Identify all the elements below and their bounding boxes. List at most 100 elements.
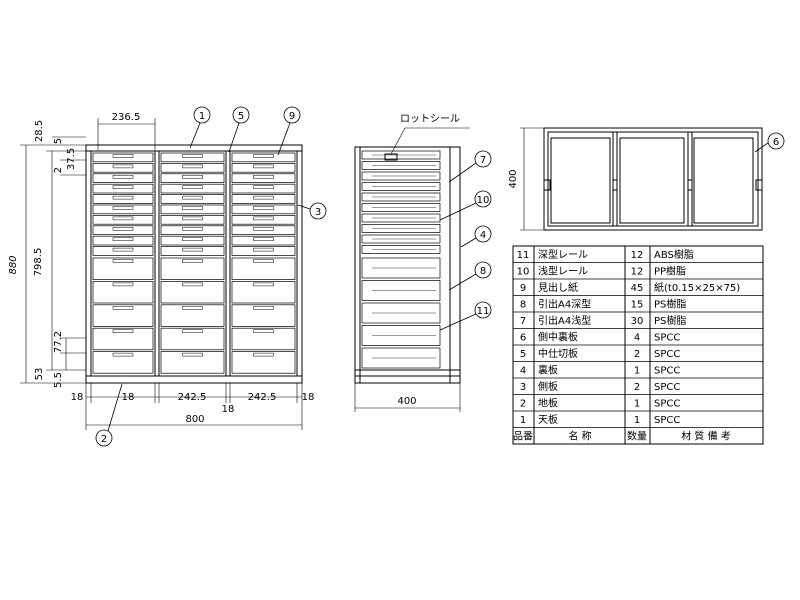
side-callouts xyxy=(439,150,492,331)
side-drawer xyxy=(361,280,441,301)
drawer-front xyxy=(160,281,225,304)
label-holder xyxy=(182,259,203,263)
table-cell-no: 10 xyxy=(517,266,530,277)
dim-side-depth: 400 xyxy=(397,396,416,407)
cabinet-outline xyxy=(85,144,303,384)
front-dimension-lines xyxy=(20,118,303,430)
drawer-front xyxy=(92,235,154,246)
side-drawer xyxy=(361,302,441,324)
dim-small: 2 xyxy=(53,167,64,173)
drawer-front xyxy=(231,152,296,163)
drawer-front xyxy=(160,246,225,256)
drawer-front xyxy=(92,215,154,225)
label-holder xyxy=(253,329,274,333)
drawer-front xyxy=(160,327,225,351)
label-holder xyxy=(182,185,203,189)
table-cell-no: 9 xyxy=(520,283,526,294)
table-cell-qty: 12 xyxy=(631,250,644,261)
callout-label-6: 6 xyxy=(773,137,779,148)
drawer-front xyxy=(231,351,296,374)
callout-circle-5 xyxy=(232,106,250,124)
front-callouts xyxy=(95,106,327,447)
label-holder xyxy=(112,259,134,263)
table-cell-name: 引出A4深型 xyxy=(538,297,591,310)
side-drawer xyxy=(361,171,441,181)
dim-drawer-height: 77.2 xyxy=(53,331,64,353)
dim-side-right: 18 xyxy=(302,392,315,403)
label-holder xyxy=(182,195,203,200)
label-holder xyxy=(182,282,203,287)
callout-label-7: 7 xyxy=(480,155,486,166)
table-header-name: 名 称 xyxy=(568,429,591,442)
label-holder xyxy=(112,195,134,200)
label-holder xyxy=(253,247,274,252)
label-holder xyxy=(253,216,274,221)
drawer-front xyxy=(231,257,296,280)
drawer-front xyxy=(160,304,225,327)
dim-top-margin: 28.5 xyxy=(34,120,45,142)
table-cell-name: 浅型レール xyxy=(538,264,588,277)
drawer-front xyxy=(160,163,225,173)
table-cell-material: SPCC xyxy=(654,365,680,376)
table-cell-no: 2 xyxy=(520,398,526,409)
callout-circle-11 xyxy=(474,301,492,319)
table-cell-qty: 4 xyxy=(634,332,640,343)
drawer-front xyxy=(92,246,154,256)
dim-mid-gap: 18 xyxy=(222,404,235,415)
dim-base-gap: 5.5 xyxy=(53,372,64,388)
dim-col-2: 242.5 xyxy=(248,392,277,403)
table-cell-material: SPCC xyxy=(654,398,680,409)
drawer-front xyxy=(92,327,154,351)
drawer-front xyxy=(160,235,225,246)
table-cell-material: PS樹脂 xyxy=(654,314,686,327)
drawer-front xyxy=(231,204,296,215)
table-header-qty: 数量 xyxy=(627,429,647,442)
top-view xyxy=(543,127,763,231)
drawer-front xyxy=(92,173,154,183)
table-header-no: 品番 xyxy=(513,430,533,442)
table-cell-no: 8 xyxy=(520,299,526,310)
drawer-front xyxy=(92,351,154,374)
table-cell-no: 1 xyxy=(520,415,526,426)
side-drawer xyxy=(361,213,441,223)
table-cell-name: 天板 xyxy=(538,413,558,426)
table-cell-name: 裏板 xyxy=(538,363,558,376)
lot-seal-label: ロットシール xyxy=(400,114,460,125)
label-holder xyxy=(182,329,203,333)
drawer-front xyxy=(92,225,154,235)
dim-base-height: 53 xyxy=(34,368,45,381)
drawer-front xyxy=(160,173,225,183)
label-holder xyxy=(253,259,274,263)
drawer-front xyxy=(92,204,154,215)
callout-label-4: 4 xyxy=(480,230,486,241)
table-cell-qty: 2 xyxy=(634,382,640,393)
label-holder xyxy=(182,247,203,252)
callout-label-5: 5 xyxy=(238,111,244,122)
side-drawer xyxy=(361,182,441,191)
table-cell-material: ABS樹脂 xyxy=(654,248,694,261)
drawer-front xyxy=(231,215,296,225)
label-holder xyxy=(182,175,203,179)
drawer-front xyxy=(92,304,154,327)
dim-side-thickness: 37.5 xyxy=(66,148,77,170)
table-cell-qty: 2 xyxy=(634,349,640,360)
label-holder xyxy=(182,216,203,221)
table-cell-name: 側中裏板 xyxy=(538,330,578,343)
dim-total-height: 880 xyxy=(8,255,19,274)
dim-top-depth: 400 xyxy=(508,169,519,188)
drawer-front xyxy=(231,194,296,204)
side-drawer xyxy=(361,257,441,279)
label-holder xyxy=(112,154,134,158)
label-holder xyxy=(112,185,134,189)
front-callout-text: 1 5 9 3 2 xyxy=(101,111,321,445)
table-cell-qty: 30 xyxy=(631,316,644,327)
table-cell-material: SPCC xyxy=(654,349,680,360)
callout-label-9: 9 xyxy=(289,111,295,122)
table-cell-qty: 45 xyxy=(631,283,644,294)
table-cell-material: 紙(t0.15×25×75) xyxy=(654,281,740,294)
drawer-front xyxy=(160,351,225,374)
label-holder xyxy=(112,227,134,231)
table-cell-no: 3 xyxy=(520,382,526,393)
dim-inner-height: 798.5 xyxy=(33,248,44,277)
